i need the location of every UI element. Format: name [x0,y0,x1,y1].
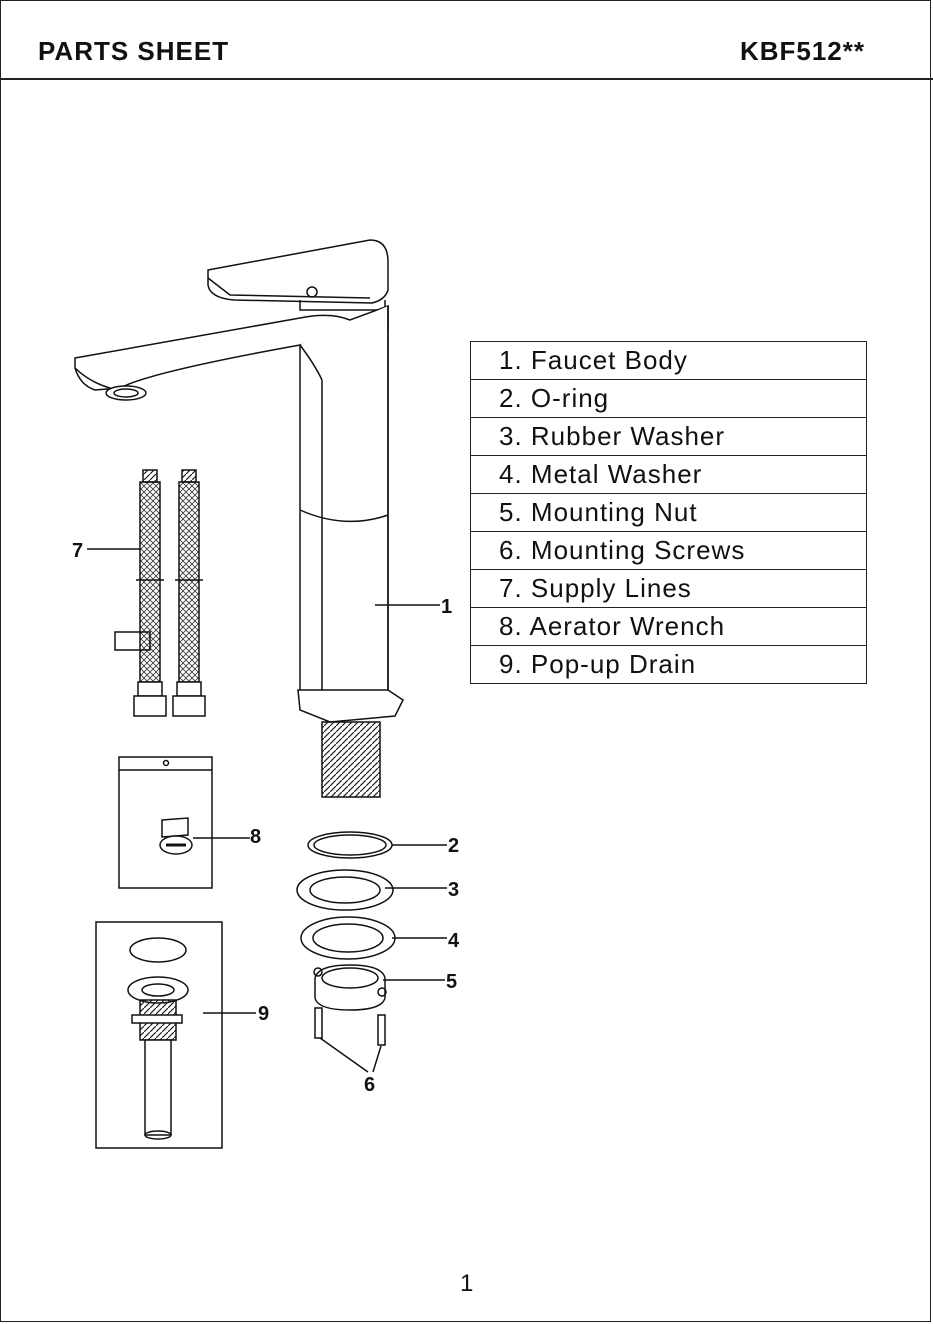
mounting-screws-drawing [315,1008,385,1072]
parts-list-item: 6. Mounting Screws [471,532,867,570]
page-number: 1 [460,1270,473,1298]
parts-list-item: 8. Aerator Wrench [471,608,867,646]
parts-list-item: 1. Faucet Body [471,342,867,380]
supply-lines-drawing [115,470,205,716]
parts-list-item: 4. Metal Washer [471,456,867,494]
callout-8: 8 [250,826,261,848]
callout-4: 4 [448,930,460,952]
parts-list-item: 2. O-ring [471,380,867,418]
parts-list-row: 2. O-ring [471,380,867,418]
parts-list-row: 4. Metal Washer [471,456,867,494]
aerator-wrench-drawing [119,757,212,888]
callout-2: 2 [448,835,459,857]
washers-drawing [297,832,395,1010]
callout-3: 3 [448,879,459,901]
parts-list-item: 9. Pop-up Drain [471,646,867,684]
pop-up-drain-drawing [96,922,222,1148]
parts-list-row: 6. Mounting Screws [471,532,867,570]
parts-list-row: 9. Pop-up Drain [471,646,867,684]
callout-9: 9 [258,1003,269,1025]
faucet-body-drawing [298,306,403,797]
callout-7: 7 [72,540,83,562]
parts-list-row: 5. Mounting Nut [471,494,867,532]
parts-list-row: 3. Rubber Washer [471,418,867,456]
faucet-handle-drawing [208,240,388,310]
parts-list-row: 8. Aerator Wrench [471,608,867,646]
parts-list-item: 3. Rubber Washer [471,418,867,456]
parts-list-row: 1. Faucet Body [471,342,867,380]
callout-1: 1 [441,596,452,618]
callout-6: 6 [364,1074,375,1096]
parts-list-item: 5. Mounting Nut [471,494,867,532]
callout-5: 5 [446,971,457,993]
parts-list-item: 7. Supply Lines [471,570,867,608]
parts-list-row: 7. Supply Lines [471,570,867,608]
